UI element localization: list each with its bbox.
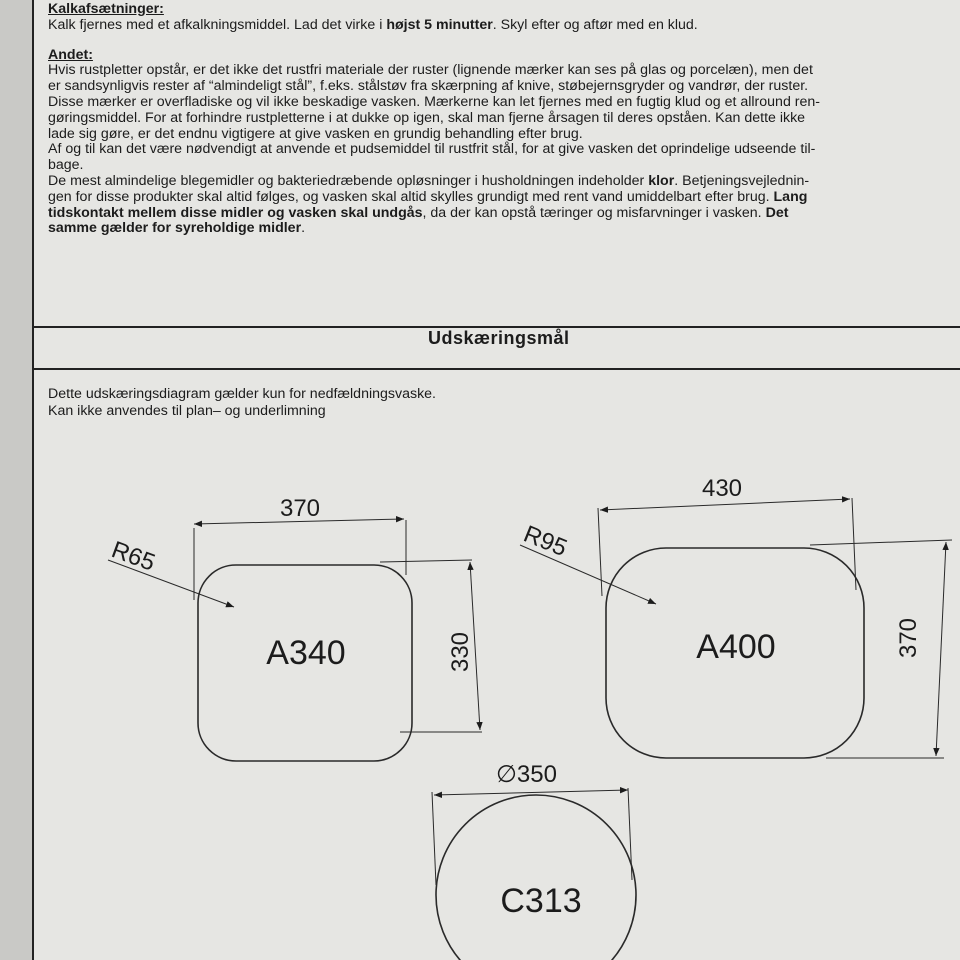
section-title: Udskæringsmål xyxy=(428,328,570,348)
bleach-bold: Det xyxy=(765,204,789,221)
andet-line: lade sig gøre, er det endnu vigtigere at… xyxy=(48,125,583,142)
a400-height-dim xyxy=(933,541,949,757)
a400-ext-top xyxy=(809,539,953,546)
bleach-bold: tidskontakt mellem disse midler og vaske… xyxy=(48,204,423,221)
sink-a340-outline xyxy=(197,564,413,762)
a340-radius-label: R65 xyxy=(108,536,159,576)
a340-model-label: A340 xyxy=(266,634,345,672)
bleach-text: De mest almindelige blegemidler og bakte… xyxy=(48,172,649,189)
andet-line: Af og til kan det være nødvendigt at anv… xyxy=(48,141,816,158)
c313-ext-left xyxy=(431,791,437,886)
kalk-heading: Kalkafsætninger: xyxy=(48,1,164,17)
bleach-line: gen for disse produkter skal altid følge… xyxy=(48,188,953,206)
kalk-bold: højst 5 minutter xyxy=(386,16,493,33)
bleach-text: . xyxy=(301,220,306,237)
intro-line-2: Kan ikke anvendes til plan– og underlimn… xyxy=(48,403,326,419)
a340-height-label: 330 xyxy=(447,632,474,672)
bleach-line: De mest almindelige blegemidler og bakte… xyxy=(48,172,953,190)
a400-radius-label: R95 xyxy=(520,521,571,563)
sink-c313-outline xyxy=(435,794,637,960)
bleach-line: samme gælder for syreholdige midler. xyxy=(48,220,953,237)
a340-radius-leader xyxy=(107,559,235,608)
andet-heading: Andet: xyxy=(48,46,93,63)
bleach-bold: Lang xyxy=(773,188,808,205)
bleach-text: . Betjeningsvejlednin- xyxy=(674,172,810,189)
c313-diameter-value: 350 xyxy=(517,761,557,788)
section-divider-bottom xyxy=(34,368,960,370)
a340-width-dim xyxy=(193,515,405,528)
a400-width-dim xyxy=(599,496,851,513)
andet-line: er sandsynligvis rester af “almindeligt … xyxy=(48,78,809,95)
section-divider-top xyxy=(34,326,960,328)
care-instructions: Kalkafsætninger: Kalk fjernes med et afk… xyxy=(48,1,953,237)
a400-radius-leader xyxy=(519,544,657,605)
c313-diameter-dim xyxy=(433,787,629,798)
intro-line-1: Dette udskæringsdiagram gælder kun for n… xyxy=(48,386,436,402)
c313-model-label: C313 xyxy=(500,882,581,920)
cutout-intro: Dette udskæringsdiagram gælder kun for n… xyxy=(48,386,436,420)
c313-ext-right xyxy=(627,787,633,881)
diameter-icon: ∅ xyxy=(496,761,517,788)
instruction-sheet xyxy=(32,0,960,960)
sink-a340-diagram: 370 330 R65 A340 xyxy=(107,495,483,762)
bleach-text: gen for disse produkter skal altid følge… xyxy=(48,188,774,205)
kalk-paragraph: Kalk fjernes med et afkalkningsmiddel. L… xyxy=(48,16,953,34)
a400-width-label: 430 xyxy=(702,475,742,502)
bleach-bold: samme gælder for syreholdige midler xyxy=(48,220,302,237)
bleach-bold: klor xyxy=(648,172,675,189)
kalk-text: Kalk fjernes med et afkalkningsmiddel. L… xyxy=(48,16,387,33)
c313-diameter-label: ∅350 xyxy=(496,761,557,788)
kalk-text-end: . Skyl efter og aftør med en klud. xyxy=(492,16,698,33)
sink-a400-diagram: 430 370 R95 A400 xyxy=(519,475,953,759)
a400-ext-left xyxy=(597,507,603,597)
andet-line: gøringsmiddel. For at forhindre rustplet… xyxy=(48,109,806,126)
andet-line: bage. xyxy=(48,157,84,174)
sink-c313-diagram: ∅350 C313 xyxy=(431,761,637,960)
andet-line: Disse mærker er overfladiske og vil ikke… xyxy=(48,93,821,110)
a340-ext-top xyxy=(379,559,473,563)
a400-height-label: 370 xyxy=(895,618,922,658)
a400-ext-right xyxy=(851,497,857,591)
a400-model-label: A400 xyxy=(696,628,775,666)
bleach-text: , da der kan opstå tæringer og misfarvni… xyxy=(422,204,766,221)
andet-line: Hvis rustpletter opstår, er det ikke det… xyxy=(48,62,813,79)
sink-a400-outline xyxy=(605,547,865,759)
bleach-line: tidskontakt mellem disse midler og vaske… xyxy=(48,204,953,222)
a340-height-dim xyxy=(467,561,483,731)
a340-width-label: 370 xyxy=(280,495,320,522)
